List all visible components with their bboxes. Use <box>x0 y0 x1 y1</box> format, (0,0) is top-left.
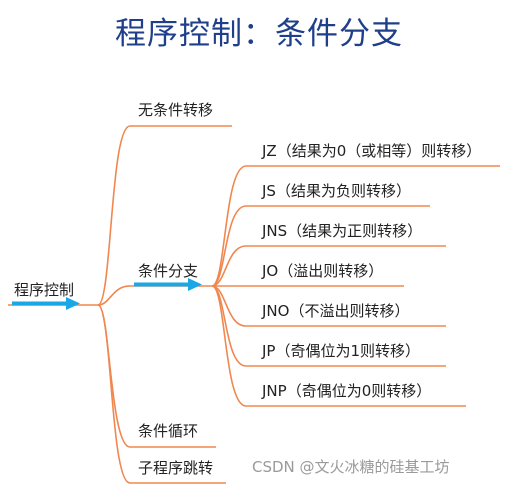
condition-jns-label: JNS（结果为正则转移） <box>262 222 423 240</box>
connector-jnp <box>211 285 247 407</box>
connector-root-subroutine <box>97 304 131 484</box>
connector-jz <box>211 165 247 287</box>
condition-jp-label: JP（奇偶位为1则转移） <box>262 342 421 360</box>
connector-root-loop <box>97 304 131 448</box>
connector-jp <box>211 285 247 367</box>
connector-root-conditional <box>97 285 131 306</box>
condition-jz-label: JZ（结果为0（或相等）则转移） <box>262 142 482 160</box>
watermark: CSDN @文火冰糖的硅基工坊 <box>252 458 450 476</box>
condition-jno-label: JNO（不溢出则转移） <box>262 302 410 320</box>
connector-jno <box>211 285 247 327</box>
connector-js <box>211 205 247 287</box>
branch-unconditional-label: 无条件转移 <box>138 101 214 119</box>
branch-conditional-label: 条件分支 <box>138 262 199 280</box>
connector-root-unconditional <box>97 125 131 306</box>
condition-js-label: JS（结果为负则转移） <box>262 182 411 200</box>
condition-jo-label: JO（溢出则转移） <box>262 262 384 280</box>
branch-loop-label: 条件循环 <box>138 422 199 440</box>
branch-subroutine-label: 子程序跳转 <box>138 459 214 477</box>
root-node-label: 程序控制 <box>14 281 75 299</box>
condition-jnp-label: JNP（奇偶位为0则转移） <box>262 382 432 400</box>
page-title: 程序控制：条件分支 <box>115 16 403 52</box>
connector-jns <box>211 245 247 287</box>
